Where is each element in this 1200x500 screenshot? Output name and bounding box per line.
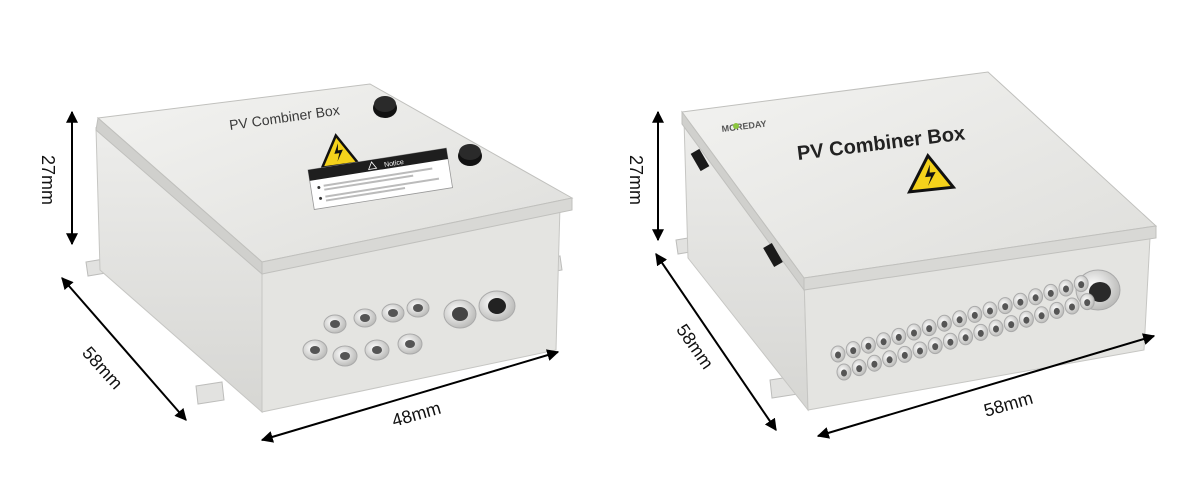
cable-gland: [1034, 306, 1050, 324]
left-depth-label: 58mm: [78, 343, 126, 394]
cable-gland: [1028, 288, 1044, 306]
cable-gland: [891, 327, 907, 345]
cable-gland: [860, 336, 876, 354]
right-width-label: 58mm: [982, 388, 1036, 421]
cable-gland: [936, 314, 952, 332]
cable-gland: [323, 314, 347, 334]
right-box-lid-lip-side: [681, 110, 805, 292]
cable-gland: [906, 323, 922, 341]
cable-gland: [927, 337, 943, 355]
cable-gland: [942, 332, 958, 350]
cable-gland: [882, 350, 898, 368]
cable-gland: [1049, 301, 1065, 319]
cable-gland: [851, 359, 867, 377]
left-notice-label: Notice: [307, 147, 453, 210]
cable-gland: [952, 310, 968, 328]
cable-gland: [364, 339, 390, 361]
cable-gland: [1064, 297, 1080, 315]
cable-gland: [1003, 315, 1019, 333]
cable-gland: [866, 354, 882, 372]
cable-gland: [988, 319, 1004, 337]
right-brand-logo-mark: [733, 123, 739, 129]
left-lock-knob-top: [373, 96, 397, 118]
cable-gland: [982, 301, 998, 319]
right-depth-label: 58mm: [672, 320, 717, 372]
cable-gland: [332, 345, 358, 367]
left-width-label: 48mm: [390, 398, 444, 431]
cable-gland: [1058, 279, 1074, 297]
left-width-arrow: [260, 349, 560, 443]
right-hinge-top: [690, 148, 710, 172]
cable-gland: [897, 345, 913, 363]
cable-gland: [921, 319, 937, 337]
left-height-label: 27mm: [38, 155, 58, 205]
left-mount-tab-bottom: [195, 381, 225, 405]
cable-gland: [381, 303, 405, 323]
right-depth-arrow: [655, 253, 777, 431]
right-height-label: 27mm: [626, 155, 646, 205]
left-notice-heading: Notice: [384, 159, 405, 169]
left-box-lid-lip-side: [95, 117, 263, 276]
left-lock-knob-bottom: [458, 144, 482, 166]
cable-gland: [973, 323, 989, 341]
cable-gland: [876, 332, 892, 350]
cable-gland: [1043, 283, 1059, 301]
cable-gland: [397, 333, 423, 355]
cable-gland: [1079, 293, 1095, 311]
right-width-arrow: [816, 333, 1156, 439]
left-depth-arrow: [61, 277, 187, 421]
right-warning-sign: [906, 152, 957, 194]
right-combiner-box: MOREDAY PV Combiner Box 27mm 58mm 58mm: [626, 71, 1158, 439]
left-combiner-box: PV Combiner Box Notice: [38, 83, 574, 443]
cable-gland: [836, 363, 852, 381]
cable-gland: [406, 298, 430, 318]
cable-gland: [830, 345, 846, 363]
cable-gland: [967, 305, 983, 323]
cable-gland: [958, 328, 974, 346]
cable-gland: [912, 341, 928, 359]
cable-gland: [1018, 310, 1034, 328]
cable-gland: [1073, 275, 1089, 293]
cable-gland: [302, 339, 328, 361]
cable-gland: [353, 308, 377, 328]
cable-gland: [997, 297, 1013, 315]
cable-gland: [1012, 292, 1028, 310]
cable-gland-large: [443, 299, 477, 329]
cable-gland-large: [478, 290, 516, 322]
cable-gland: [845, 341, 861, 359]
